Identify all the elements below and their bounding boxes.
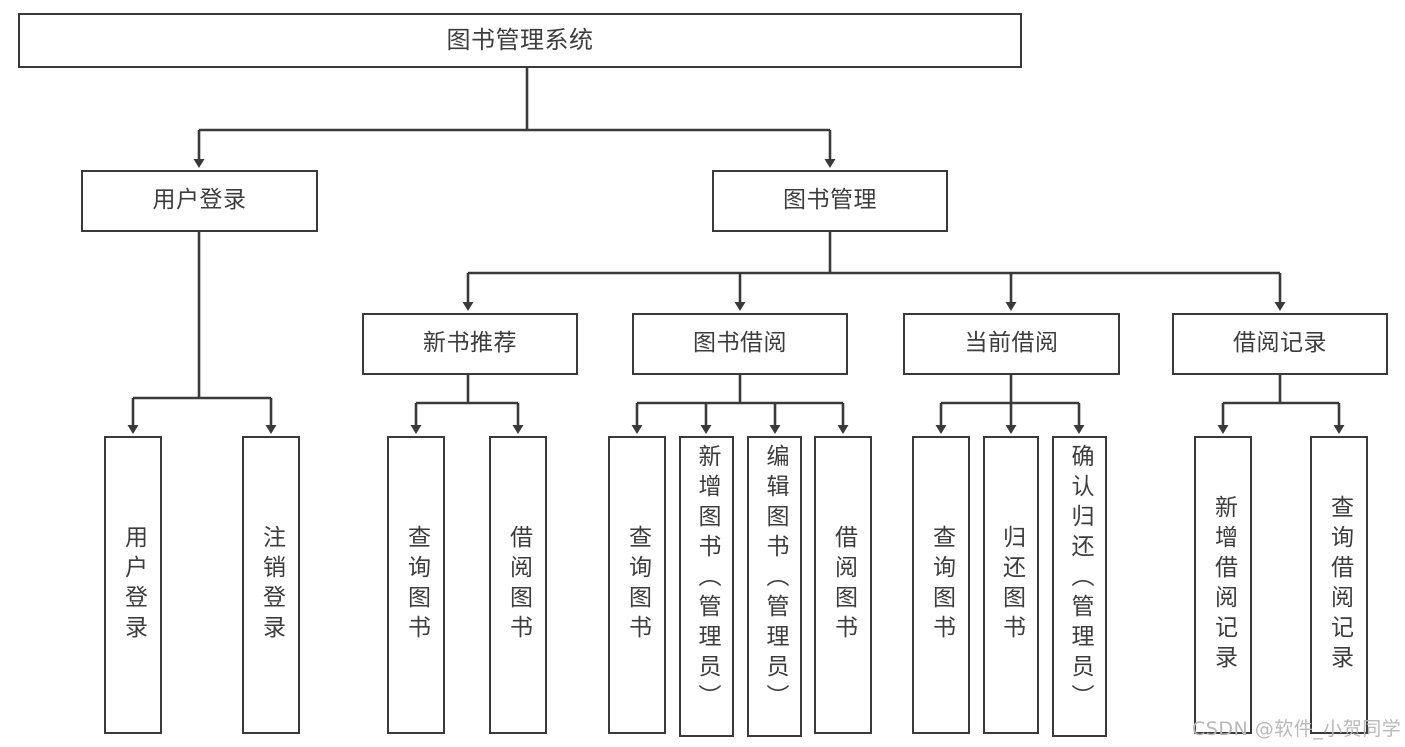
leaf-text-wrap: 查询图书 (624, 438, 651, 732)
node-borrow-record[interactable]: 借阅记录 (1172, 313, 1388, 375)
leaf-text-wrap: 查询图书 (928, 438, 955, 732)
node-label: 图书管理 (783, 187, 877, 214)
leaf-query-book-current[interactable]: 查询图书 (912, 436, 970, 734)
leaf-edit-book-admin[interactable]: 编辑图书（管理员） (747, 436, 802, 737)
node-label: 借阅记录 (1233, 330, 1327, 357)
node-user-login[interactable]: 用户登录 (81, 170, 318, 232)
node-label: 新书推荐 (423, 330, 517, 357)
node-book-borrow[interactable]: 图书借阅 (632, 313, 848, 375)
node-root[interactable]: 图书管理系统 (18, 13, 1022, 68)
node-label: 当前借阅 (964, 330, 1059, 357)
watermark-csdn: CSDN @软件_小贺同学 (1192, 718, 1402, 740)
leaf-text-wrap: 归还图书 (998, 438, 1025, 732)
leaf-label: 新增借阅记录 (1210, 495, 1237, 675)
leaf-borrow-book[interactable]: 借阅图书 (814, 436, 872, 734)
leaf-text-wrap: 借阅图书 (505, 438, 532, 732)
leaf-label: 编辑图书（管理员） (762, 444, 788, 714)
leaf-text-wrap: 注销登录 (258, 438, 285, 732)
leaf-query-borrow-record[interactable]: 查询借阅记录 (1310, 436, 1368, 734)
leaf-text-wrap: 编辑图书（管理员） (762, 438, 788, 735)
leaf-label: 借阅图书 (505, 525, 532, 645)
node-book-management[interactable]: 图书管理 (712, 170, 948, 232)
leaf-text-wrap: 新增图书（管理员） (694, 438, 720, 735)
leaf-label: 用户登录 (120, 525, 147, 645)
leaf-label: 借阅图书 (830, 525, 857, 645)
node-label: 用户登录 (152, 187, 247, 214)
leaf-add-borrow-record[interactable]: 新增借阅记录 (1194, 436, 1252, 734)
leaf-text-wrap: 借阅图书 (830, 438, 857, 732)
leaf-label: 确认归还（管理员） (1067, 444, 1093, 714)
leaf-confirm-return-admin[interactable]: 确认归还（管理员） (1052, 436, 1107, 737)
leaf-label: 新增图书（管理员） (694, 444, 720, 714)
leaf-label: 查询借阅记录 (1326, 495, 1353, 675)
node-label: 图书借阅 (693, 330, 787, 357)
leaf-logout[interactable]: 注销登录 (242, 436, 300, 734)
leaf-label: 注销登录 (258, 525, 285, 645)
leaf-add-book-admin[interactable]: 新增图书（管理员） (679, 436, 734, 737)
leaf-borrow-book-recommend[interactable]: 借阅图书 (489, 436, 547, 734)
leaf-query-book-borrow[interactable]: 查询图书 (608, 436, 666, 734)
leaf-label: 查询图书 (403, 525, 430, 645)
leaf-return-book[interactable]: 归还图书 (983, 436, 1039, 734)
node-new-book-recommend[interactable]: 新书推荐 (362, 313, 578, 375)
leaf-label: 查询图书 (928, 525, 955, 645)
leaf-text-wrap: 查询图书 (403, 438, 430, 732)
leaf-text-wrap: 查询借阅记录 (1326, 438, 1353, 732)
leaf-user-login[interactable]: 用户登录 (104, 436, 162, 734)
leaf-label: 查询图书 (624, 525, 651, 645)
leaf-text-wrap: 确认归还（管理员） (1067, 438, 1093, 735)
leaf-label: 归还图书 (998, 525, 1025, 645)
node-root-label: 图书管理系统 (446, 26, 594, 55)
node-current-borrow[interactable]: 当前借阅 (903, 313, 1120, 375)
leaf-text-wrap: 新增借阅记录 (1210, 438, 1237, 732)
leaf-text-wrap: 用户登录 (120, 438, 147, 732)
leaf-query-book-recommend[interactable]: 查询图书 (387, 436, 445, 734)
